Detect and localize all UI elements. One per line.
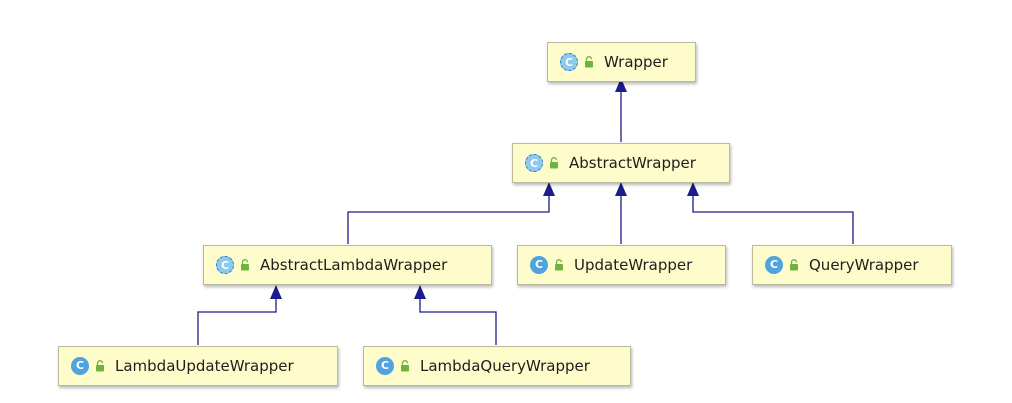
lock-icon: [585, 56, 593, 68]
abstract-class-icon: C: [525, 154, 543, 172]
node-label: QueryWrapper: [809, 256, 919, 274]
node-label: AbstractWrapper: [569, 154, 696, 172]
node-lambda-update-wrapper[interactable]: C LambdaUpdateWrapper: [58, 346, 338, 386]
node-label: LambdaUpdateWrapper: [115, 357, 294, 375]
node-label: LambdaQueryWrapper: [420, 357, 590, 375]
arrowhead-abstractlambdawrapper-right: [414, 285, 426, 299]
node-label: Wrapper: [604, 53, 668, 71]
arrowhead-wrapper: [615, 78, 627, 92]
node-label: UpdateWrapper: [574, 256, 693, 274]
node-label: AbstractLambdaWrapper: [260, 256, 448, 274]
lock-icon: [550, 157, 558, 169]
arrowhead-abstractwrapper-left: [543, 182, 555, 196]
lock-icon: [96, 360, 104, 372]
arrowhead-abstractwrapper-right: [687, 182, 699, 196]
lock-icon: [790, 259, 798, 271]
node-update-wrapper[interactable]: C UpdateWrapper: [517, 245, 726, 285]
edge-abstractlambdawrapper-to-abstractwrapper: [347, 188, 550, 244]
node-lambda-query-wrapper[interactable]: C LambdaQueryWrapper: [363, 346, 631, 386]
edge-querywrapper-to-abstractwrapper: [692, 188, 854, 244]
class-icon: C: [530, 256, 548, 274]
class-icon: C: [71, 357, 89, 375]
arrowhead-abstractlambdawrapper-left: [270, 285, 282, 299]
node-query-wrapper[interactable]: C QueryWrapper: [752, 245, 952, 285]
class-icon: C: [376, 357, 394, 375]
lock-icon: [401, 360, 409, 372]
abstract-class-icon: C: [216, 256, 234, 274]
arrowhead-abstractwrapper-center: [615, 182, 627, 196]
edge-lambdaupdatewrapper-to-abstractlambdawrapper: [197, 291, 277, 345]
edge-lambdaquerywrapper-to-abstractlambdawrapper: [419, 291, 497, 345]
class-icon: C: [765, 256, 783, 274]
node-wrapper[interactable]: C Wrapper: [547, 42, 696, 82]
lock-icon: [555, 259, 563, 271]
abstract-class-icon: C: [560, 53, 578, 71]
node-abstract-wrapper[interactable]: C AbstractWrapper: [512, 143, 730, 183]
lock-icon: [241, 259, 249, 271]
node-abstract-lambda-wrapper[interactable]: C AbstractLambdaWrapper: [203, 245, 492, 285]
